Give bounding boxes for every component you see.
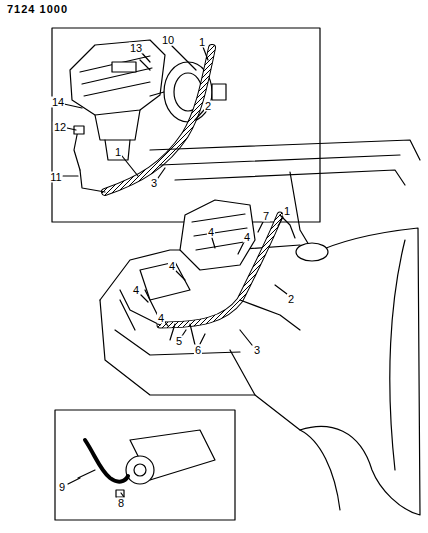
inset-frame [52, 28, 320, 222]
callout-number: 13 [129, 43, 143, 54]
callout-number: 7 [262, 211, 270, 222]
callout-number: 1 [198, 37, 206, 48]
callout-number: 4 [243, 232, 251, 243]
callout-number: 2 [204, 101, 212, 112]
callout-number: 11 [49, 172, 62, 183]
callout-number: 14 [51, 97, 65, 108]
callout-number: 4 [207, 227, 215, 238]
horn-detail [78, 430, 215, 497]
callout-number: 10 [161, 35, 175, 46]
callout-number: 4 [157, 313, 165, 324]
callout-number: 2 [287, 294, 295, 305]
engine [140, 200, 255, 300]
callout-number: 3 [253, 345, 261, 356]
vehicle-body [100, 140, 420, 515]
callout-number: 1 [283, 206, 291, 217]
callout-number: 3 [150, 178, 158, 189]
wire [120, 290, 300, 345]
brake-booster [150, 62, 226, 122]
engine-detail [70, 40, 165, 160]
callout-number: 4 [132, 285, 140, 296]
callout-number: 4 [168, 261, 176, 272]
figure-number: 7124 1000 [6, 4, 69, 15]
callout-number: 1 [114, 147, 122, 158]
inset-frame [55, 410, 235, 520]
wire [80, 170, 105, 192]
callout-number: 8 [117, 498, 125, 509]
callout-number: 5 [175, 336, 183, 347]
callout-number: 9 [58, 482, 66, 493]
callout-number: 12 [53, 122, 67, 133]
callout-number: 6 [194, 345, 202, 356]
